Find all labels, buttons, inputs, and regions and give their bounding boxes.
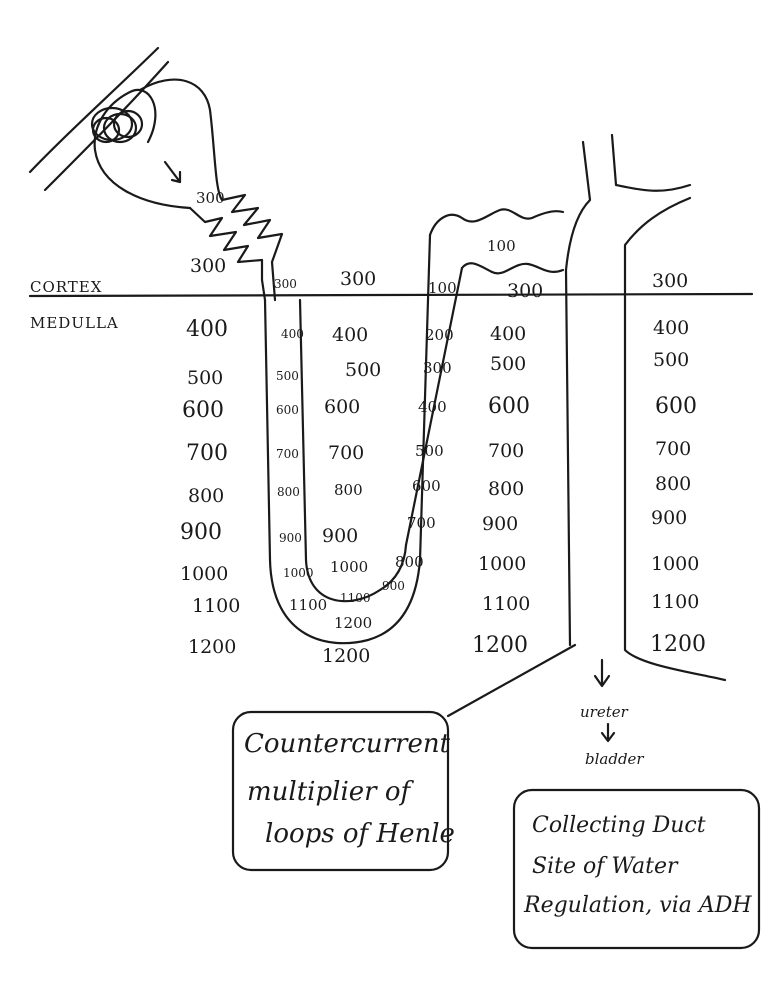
ascending-limb-value: 600 — [412, 477, 441, 495]
loop-interior-value: 300 — [340, 268, 376, 290]
bowmans-capsule — [95, 90, 190, 208]
loop-note-line: Countercurrent — [244, 729, 451, 759]
interstitium-middle-value: 900 — [482, 513, 518, 535]
interstitium-right-value: 500 — [653, 349, 689, 371]
cortex-label: CORTEX — [30, 278, 102, 296]
descending-limb-values: 300 400 500 600 700 800 900 1000 1100 — [274, 277, 327, 614]
collecting-duct-left-wall — [566, 142, 590, 645]
duct-note-line: Regulation, via ADH — [523, 893, 752, 918]
interstitium-right-value: 400 — [653, 317, 689, 339]
descending-limb-value: 400 — [281, 327, 304, 341]
proximal-tubule-inner — [190, 208, 265, 300]
duct-note-line: Site of Water — [532, 854, 679, 879]
interstitium-left-value: 1000 — [180, 563, 228, 585]
interstitium-right-values: 300 400 500 600 700 800 900 1000 1100 12… — [650, 270, 706, 657]
interstitium-left-value: 300 — [190, 255, 226, 277]
descending-limb-value: 1000 — [283, 566, 314, 580]
interstitium-right-value: 1100 — [651, 591, 699, 613]
distal-tubule-top — [430, 209, 563, 235]
interstitium-middle-value: 500 — [490, 353, 526, 375]
interstitium-left-value: 1200 — [188, 636, 236, 658]
interstitium-right-value: 300 — [652, 270, 688, 292]
down-arrow-icon — [602, 724, 614, 741]
loop-tip-value: 1200 — [334, 614, 372, 632]
ascending-limb-value: 800 — [395, 553, 424, 571]
loop-interior-value: 900 — [322, 525, 358, 547]
cortex-medulla-boundary — [30, 294, 752, 296]
interstitium-middle-value: 1000 — [478, 553, 526, 575]
interstitium-left-value: 700 — [186, 441, 228, 466]
ascending-limb-value: 500 — [415, 442, 444, 460]
descending-limb-value: 900 — [279, 531, 302, 545]
interstitium-left-values: 300 400 500 600 700 800 900 1000 1100 12… — [180, 255, 240, 658]
interstitium-right-value: 900 — [651, 507, 687, 529]
ascending-limb-value: 100 — [428, 279, 457, 297]
loop-note-line: multiplier of — [247, 777, 414, 807]
loop-interior-values: 300 400 500 600 700 800 900 1000 1100 — [322, 268, 381, 605]
loop-interior-value: 400 — [332, 324, 368, 346]
interstitium-left-value: 500 — [187, 367, 223, 389]
afferent-vessel — [30, 48, 158, 172]
ascending-limb-value: 400 — [418, 398, 447, 416]
down-arrow-icon — [595, 660, 609, 686]
loop-tip-value: 1200 — [322, 645, 370, 667]
bladder-label: bladder — [585, 750, 644, 768]
distal-tubule-bottom — [462, 263, 563, 273]
interstitium-left-value: 400 — [186, 317, 228, 342]
descending-limb-value: 700 — [276, 447, 299, 461]
ascending-limb-values: 100 200 300 400 500 600 700 800 900 — [382, 279, 457, 593]
ascending-limb-value: 200 — [425, 326, 454, 344]
interstitium-middle-value: 1100 — [482, 593, 530, 615]
interstitium-right-value: 1000 — [651, 553, 699, 575]
interstitium-right-value: 800 — [655, 473, 691, 495]
medulla-label: MEDULLA — [30, 314, 119, 332]
loop-interior-value: 1000 — [330, 558, 368, 576]
loop-interior-value: 500 — [345, 359, 381, 381]
loop-interior-value: 600 — [324, 396, 360, 418]
descending-limb-value: 500 — [276, 369, 299, 383]
ascending-limb-value: 900 — [382, 579, 405, 593]
interstitium-left-value: 600 — [182, 398, 224, 423]
interstitium-middle-value: 300 — [507, 280, 543, 302]
duct-note-line: Collecting Duct — [532, 813, 706, 838]
descending-limb-value: 600 — [276, 403, 299, 417]
interstitium-left-value: 1100 — [192, 595, 240, 617]
arrow-into-tubule — [165, 162, 180, 182]
interstitium-middle-value: 1200 — [472, 633, 528, 658]
loop-interior-value: 800 — [334, 481, 363, 499]
loop-interior-value: 1100 — [340, 591, 371, 605]
interstitium-left-value: 800 — [188, 485, 224, 507]
interstitium-middle-values: 300 400 500 600 700 800 900 1000 1100 12… — [472, 280, 543, 658]
interstitium-right-value: 1200 — [650, 632, 706, 657]
loop-interior-value: 700 — [328, 442, 364, 464]
interstitium-middle-value: 400 — [490, 323, 526, 345]
descending-limb-value: 300 — [274, 277, 297, 291]
loop-of-henle-inner — [300, 268, 462, 601]
interstitium-middle-value: 700 — [488, 440, 524, 462]
interstitium-middle-value: 800 — [488, 478, 524, 500]
ascending-limb-value: 700 — [407, 514, 436, 532]
descending-limb-value: 1100 — [289, 596, 327, 614]
ascending-limb-value: 300 — [423, 359, 452, 377]
interstitium-middle-value: 600 — [488, 394, 530, 419]
descending-limb-value: 800 — [277, 485, 300, 499]
efferent-vessel — [45, 62, 168, 190]
loop-note-line: loops of Henle — [265, 819, 455, 849]
interstitium-left-value: 900 — [180, 520, 222, 545]
interstitium-right-value: 700 — [655, 438, 691, 460]
ureter-label: ureter — [580, 703, 629, 721]
distal-tubule-value: 100 — [487, 237, 516, 255]
interstitium-right-value: 600 — [655, 394, 697, 419]
tubule-start-value: 300 — [196, 189, 225, 207]
